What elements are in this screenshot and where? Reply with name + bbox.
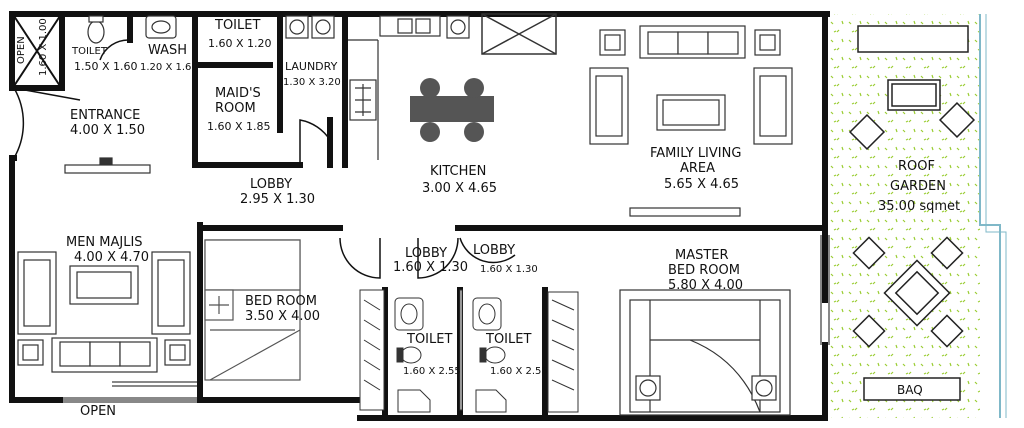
toilet-3-label: TOILET xyxy=(485,332,531,347)
walls xyxy=(9,11,830,421)
men-majlis-label: MEN MAJLIS xyxy=(66,235,143,250)
toilet-2-size: 1.60 X 2.55 xyxy=(403,366,461,377)
wash-label: WASH xyxy=(148,43,187,58)
master-bed xyxy=(619,289,791,416)
lobby-2-size: 1.60 X 1.30 xyxy=(393,260,468,275)
roof-garden-area xyxy=(828,14,1007,418)
wardrobes xyxy=(359,289,579,413)
fixtures xyxy=(87,15,470,160)
bedroom-furniture xyxy=(204,239,301,381)
lobby-3-label: LOBBY xyxy=(473,243,515,258)
baq-label: BAQ xyxy=(897,383,923,397)
entrance-size: 4.00 X 1.50 xyxy=(70,123,145,138)
roof-garden-size: 35.00 sqmet xyxy=(878,199,960,214)
lobby-3-size: 1.60 X 1.30 xyxy=(480,264,538,275)
family-living-label-2: AREA xyxy=(680,161,715,176)
lobby-main-label: LOBBY xyxy=(250,177,292,192)
master-bed-size: 5.80 X 4.00 xyxy=(668,278,743,293)
wash-size: 1.20 X 1.60 xyxy=(140,62,198,73)
kitchen-table xyxy=(410,78,494,142)
open-top-size: 1.60 X 1.00 xyxy=(38,18,49,76)
maids-room-size: 1.60 X 1.85 xyxy=(207,120,271,133)
kitchen-size: 3.00 X 4.65 xyxy=(422,181,497,196)
maids-room-label: MAID'S xyxy=(215,86,261,101)
room-labels: OPEN 1.60 X 1.00 TOILET 1.50 X 1.60 WASH… xyxy=(16,18,960,419)
family-living-label: FAMILY LIVING xyxy=(650,146,741,161)
bed-room-label: BED ROOM xyxy=(245,294,317,309)
entrance-label: ENTRANCE xyxy=(70,108,140,123)
master-bed-label-2: BED ROOM xyxy=(668,263,740,278)
open-top-label: OPEN xyxy=(16,36,27,64)
roof-garden-label-2: GARDEN xyxy=(890,179,946,194)
family-living-furniture xyxy=(589,25,793,217)
master-bed-label: MASTER xyxy=(675,248,729,263)
fridge xyxy=(481,13,557,55)
lobby-2-label: LOBBY xyxy=(405,246,447,261)
entrance-door xyxy=(13,87,81,159)
open-bottom-label: OPEN xyxy=(80,404,116,419)
maids-room-label-2: ROOM xyxy=(215,101,256,116)
toilet-3-size: 1.60 X 2.55 xyxy=(490,366,548,377)
men-majlis-size: 4.00 X 4.70 xyxy=(74,250,149,265)
toilet-maid-size: 1.60 X 1.20 xyxy=(208,37,272,50)
majlis-furniture xyxy=(17,251,191,373)
toilet-1-size: 1.50 X 1.60 xyxy=(74,60,138,73)
entrance-tv xyxy=(64,157,151,174)
laundry-size: 1.30 X 3.20 xyxy=(283,77,341,88)
kitchen-label: KITCHEN xyxy=(430,164,486,179)
bed-room-size: 3.50 X 4.00 xyxy=(245,309,320,324)
roof-garden-label: ROOF xyxy=(898,159,935,174)
toilet-1-label: TOILET xyxy=(71,46,108,57)
lobby-main-size: 2.95 X 1.30 xyxy=(240,192,315,207)
laundry-label: LAUNDRY xyxy=(285,60,338,73)
toilet-2-label: TOILET xyxy=(406,332,452,347)
roof-garden-furniture xyxy=(848,25,976,401)
toilet-maid-label: TOILET xyxy=(214,18,260,33)
family-living-size: 5.65 X 4.65 xyxy=(664,177,739,192)
